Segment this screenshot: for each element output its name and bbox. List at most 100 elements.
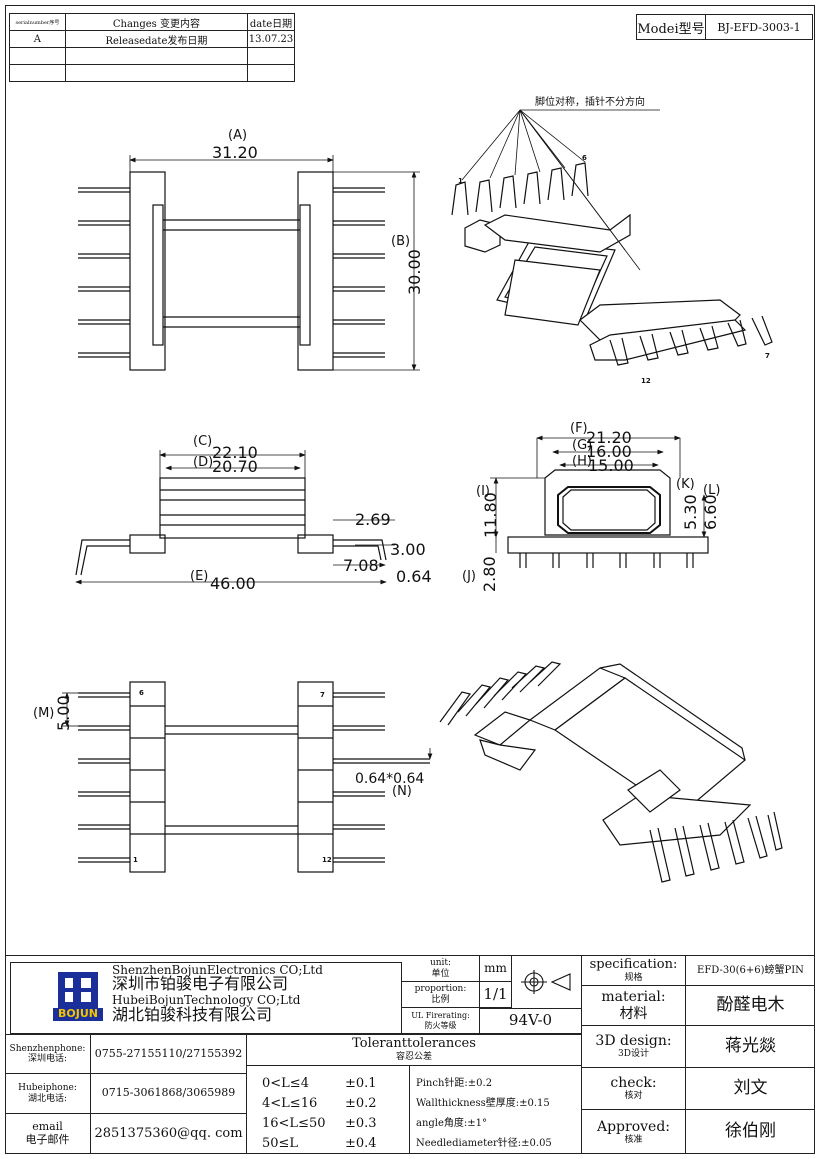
proportion-value: 1/1 (480, 982, 512, 1008)
dim-B-label: (B) (391, 234, 410, 249)
projection-icon (520, 970, 571, 994)
company-logo: BOJUN (53, 970, 103, 1022)
model-label: Modei型号 (637, 15, 706, 39)
spec-label-cn: 规格 (624, 972, 643, 983)
tolerance-notes: Pinch针距:±0.2 Wallthickness壁厚度:±0.15 angl… (410, 1066, 582, 1154)
tol-ranges: 0<L≤4 4<L≤16 16<L≤50 50≤L (262, 1074, 326, 1154)
iso-view-top (451, 109, 773, 366)
email-value[interactable]: 2851375360@qq. com (91, 1114, 247, 1154)
material-label: material:材料 (582, 986, 686, 1026)
tol-value: ±0.3 (345, 1116, 377, 1131)
sz-phone-value: 0755-27155110/27155392 (91, 1034, 247, 1074)
bottom-view (62, 681, 433, 873)
email-label-cn: 电子邮件 (25, 1133, 70, 1146)
dim-H-value: 15.00 (588, 456, 634, 475)
unit-value: mm (480, 956, 512, 982)
company-box (10, 962, 402, 1034)
tol-value: ±0.4 (345, 1136, 377, 1151)
unit-label-en: unit: (429, 958, 452, 969)
dim-N-label: (N) (392, 784, 412, 799)
proportion-label-en: proportion: (414, 984, 467, 995)
tol-value: ±0.2 (345, 1096, 377, 1111)
design-value: 蒋光燚 (686, 1026, 815, 1068)
dim-708: 7.08 (343, 556, 379, 575)
dim-I-label: (I) (476, 484, 490, 499)
dim-A-label: (A) (228, 128, 247, 143)
design-label-cn: 3D设计 (618, 1049, 649, 1060)
material-label-cn: 材料 (619, 1005, 648, 1022)
dim-C-value: 22.10 (212, 443, 258, 462)
side-view (75, 450, 395, 585)
check-label-cn: 核对 (624, 1091, 643, 1102)
dim-K-value: 5.30 (681, 494, 700, 530)
dim-E-value: 46.00 (210, 574, 256, 593)
bottom-pin-6: 6 (139, 689, 144, 697)
section-view (490, 435, 709, 568)
company-cn-1: 深圳市铂骏电子有限公司 (112, 974, 289, 993)
dim-I-value: 11.80 (481, 492, 500, 538)
check-label-en: check: (610, 1075, 657, 1092)
bottom-pin-12: 12 (322, 856, 332, 864)
spec-label-en: specification: (589, 956, 678, 972)
tol-note: Wallthickness壁厚度:±0.15 (416, 1098, 550, 1109)
proportion-label: proportion:比例 (402, 982, 480, 1008)
dim-L-value: 6.60 (701, 494, 720, 530)
dim-300: 3.00 (390, 540, 426, 559)
dim-J-value: 2.80 (480, 556, 499, 592)
tol-title-en: Toleranttolerances (352, 1036, 476, 1052)
tol-range: 16<L≤50 (262, 1116, 326, 1131)
ul-value: 94V-0 (480, 1008, 582, 1034)
ul-label-cn: 防火等级 (424, 1020, 457, 1030)
dim-A-value: 31.20 (212, 143, 258, 162)
dim-K-label: (K) (676, 477, 695, 492)
technical-drawing: (A) 31.20 (B) 30.00 (C) 22.10 (D) 20.70 … (33, 95, 783, 883)
revision-table: serialnumber序号 Changes 变更内容 date日期 A Rel… (9, 13, 295, 82)
projection-symbol (512, 956, 582, 1008)
tol-values: ±0.1 ±0.2 ±0.3 ±0.4 (345, 1074, 377, 1154)
check-label: check:核对 (582, 1068, 686, 1110)
dim-M-value: 5.00 (54, 695, 73, 731)
tol-range: 0<L≤4 (262, 1076, 309, 1091)
material-label-en: material: (601, 989, 666, 1006)
spec-value: EFD-30(6+6)螃蟹PIN (686, 956, 815, 986)
model-box: Modei型号 BJ-EFD-3003-1 (636, 14, 813, 40)
pin-label-6: 6 (582, 154, 587, 162)
sz-phone-label: Shenzhenphone:深圳电话: (5, 1034, 91, 1074)
sz-phone-label-en: Shenzhenphone: (9, 1043, 86, 1054)
pin-label-7: 7 (765, 352, 770, 360)
unit-label: unit:单位 (402, 956, 480, 982)
company-en-1: ShenzhenBojunElectronics CO;Ltd (112, 963, 323, 977)
approved-label-cn: 核准 (624, 1134, 643, 1145)
dim-064: 0.64 (396, 567, 432, 586)
dim-F-value: 21.20 (586, 428, 632, 447)
dim-C-label: (C) (193, 434, 212, 449)
iso-view-bottom (439, 661, 783, 883)
title-block: BOJUN ShenzhenBojunElectronics CO;Ltd 深圳… (5, 955, 815, 1155)
dim-E-label: (E) (190, 569, 208, 584)
ul-label: UL Firerating:防火等级 (402, 1008, 480, 1034)
material-value: 酚醛电木 (686, 986, 815, 1026)
rev-changes (64, 64, 249, 82)
ul-label-en: UL Firerating: (411, 1011, 470, 1021)
hb-phone-label-cn: 湖北电话: (27, 1093, 68, 1104)
sz-phone-label-cn: 深圳电话: (27, 1054, 68, 1064)
hb-phone-value: 0715-3061868/3065989 (91, 1074, 247, 1114)
spec-label: specification:规格 (582, 956, 686, 986)
dim-F-label: (F) (570, 421, 588, 436)
pin-note: 脚位对称，插针不分方向 (535, 95, 645, 108)
bottom-pin-1: 1 (133, 856, 138, 864)
company-en-2: HubeiBojunTechnology CO;Ltd (112, 993, 301, 1007)
dim-M-label: (M) (33, 706, 54, 721)
approved-value: 徐伯刚 (725, 1121, 776, 1142)
dim-H-label: (H) (572, 454, 592, 469)
tol-range: 4<L≤16 (262, 1096, 318, 1111)
dim-G-value: 16.00 (586, 442, 632, 461)
tol-value: ±0.1 (345, 1076, 377, 1091)
dim-J-label: (J) (462, 569, 476, 584)
model-value: BJ-EFD-3003-1 (717, 20, 801, 34)
check-value: 刘文 (686, 1068, 815, 1110)
design-label: 3D design:3D设计 (582, 1026, 686, 1068)
dim-B-value: 30.00 (405, 249, 424, 295)
